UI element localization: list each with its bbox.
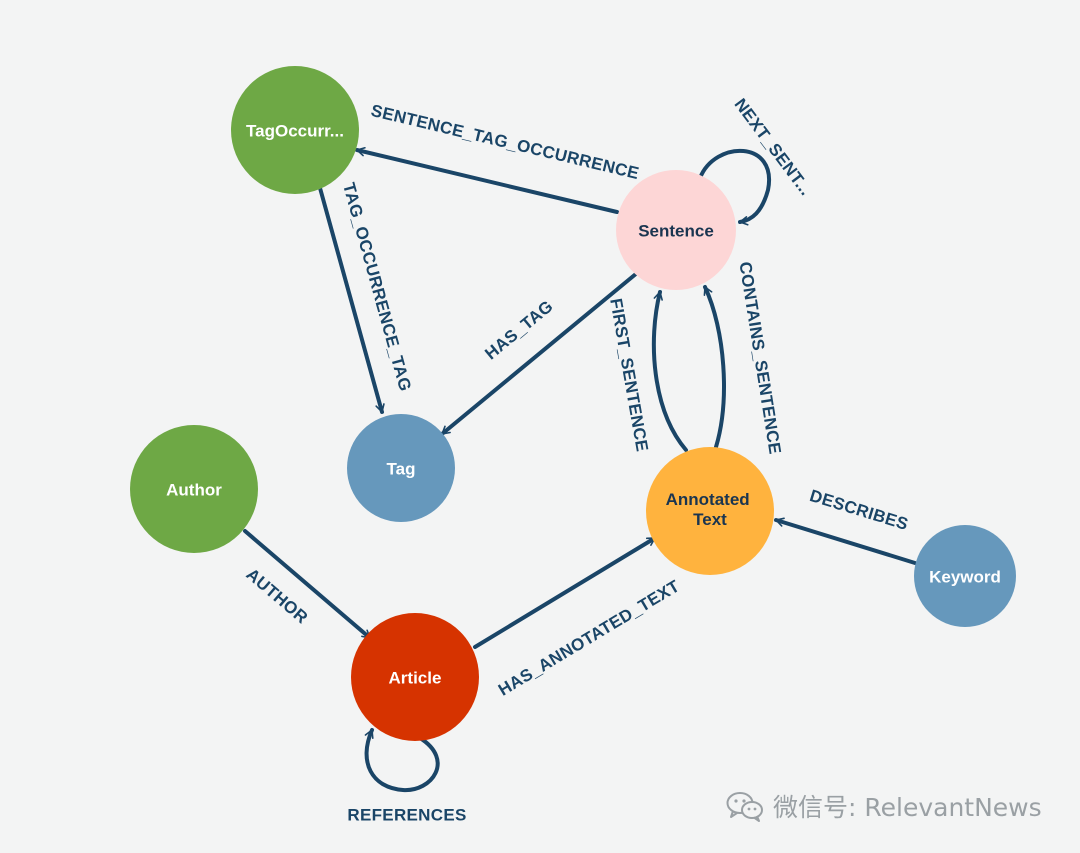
node-label-line: Text (693, 510, 727, 529)
node-article[interactable]: Article (351, 613, 479, 741)
edges (243, 146, 917, 793)
edge-has-annotated-text[interactable] (473, 536, 657, 649)
edge-tag-occurrence-tag[interactable] (318, 186, 385, 414)
label-has-annotated-text: HAS_ANNOTATED_TEXT (495, 576, 683, 699)
edge-first-sentence[interactable] (651, 290, 688, 452)
label-describes: DESCRIBES (808, 486, 911, 534)
edge-contains-sentence[interactable] (703, 285, 726, 449)
node-sentence[interactable]: Sentence (616, 170, 736, 290)
label-tag-occurrence-tag: TAG_OCCURRENCE_TAG (339, 181, 415, 394)
wechat-icon (726, 792, 763, 822)
node-label: Article (389, 669, 442, 688)
node-tag[interactable]: Tag (347, 414, 455, 522)
node-circle (616, 170, 736, 290)
node-label: Author (166, 481, 222, 500)
edge-next-sentence[interactable] (698, 148, 772, 226)
edge-author[interactable] (243, 529, 372, 640)
watermark: 微信号: RelevantNews (725, 786, 1042, 826)
node-author[interactable]: Author (130, 425, 258, 553)
label-contains-sentence: CONTAINS_SENTENCE (735, 260, 784, 455)
edge-references[interactable] (364, 728, 440, 793)
nodes: TagOccurr... Sentence Tag Author Article… (130, 66, 1016, 741)
label-sentence-tag-occurrence: SENTENCE_TAG_OCCURRENCE (369, 101, 641, 183)
label-author: AUTHOR (242, 565, 311, 628)
watermark-text: 微信号: RelevantNews (773, 793, 1042, 822)
node-label: Annotated Text (666, 490, 755, 529)
label-next-sentence: NEXT_SENT... (730, 95, 815, 199)
node-label: Keyword (929, 568, 1001, 587)
edge-has-tag[interactable] (440, 271, 639, 436)
edge-sentence-tag-occurrence[interactable] (355, 146, 619, 214)
node-circle (351, 613, 479, 741)
node-label: Sentence (638, 222, 714, 241)
node-circle (914, 525, 1016, 627)
node-annotated-text[interactable]: Annotated Text (646, 447, 774, 575)
node-circle (231, 66, 359, 194)
node-circle (646, 447, 774, 575)
label-first-sentence: FIRST_SENTENCE (606, 297, 652, 453)
node-tag-occurrence[interactable]: TagOccurr... (231, 66, 359, 194)
node-circle (347, 414, 455, 522)
node-circle (130, 425, 258, 553)
node-keyword[interactable]: Keyword (914, 525, 1016, 627)
node-label-line: Annotated (666, 490, 750, 509)
node-label: TagOccurr... (246, 122, 344, 141)
label-references: REFERENCES (347, 806, 466, 825)
edge-describes[interactable] (774, 517, 917, 565)
node-label: Tag (387, 460, 416, 479)
label-has-tag: HAS_TAG (481, 297, 556, 364)
